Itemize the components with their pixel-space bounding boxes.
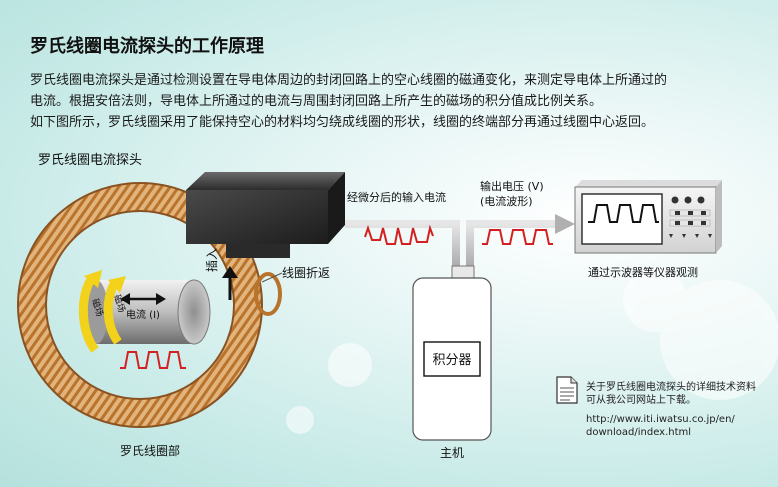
intro-line-2: 电流。根据安倍法则，导电体上所通过的电流与周围封闭回路上所产生的磁场的积分值成比… [30,94,603,109]
output-voltage-label-2: (电流波形) [480,194,533,208]
intro-line-1: 罗氏线圈电流探头是通过检测设置在导电体周边的封闭回路上的空心线圈的磁通变化，来测… [30,73,668,88]
insert-label: 插入 [205,248,219,272]
note-line-2: 可从我公司网站上下载。 [586,395,696,406]
integrated-input-label: 经微分后的输入电流 [347,190,446,204]
differentiated-waveform [364,224,434,245]
page-title: 罗氏线圈电流探头的工作原理 [30,36,264,57]
coil-return-end [254,272,282,316]
observe-label: 通过示波器等仪器观测 [588,265,698,279]
coil-section-label: 罗氏线圈部 [120,443,180,458]
note-url-line-2[interactable]: download/index.html [586,427,692,438]
current-arrow [120,293,166,305]
output-waveform [482,229,553,245]
output-voltage-label-1: 输出电压 (V) [480,179,544,193]
conductor-cylinder [84,279,211,345]
output-arrow-head [555,214,575,234]
background-bubbles [286,268,778,434]
insert-arrow [222,266,238,300]
oscilloscope [574,180,722,254]
integrator-label: 积分器 [432,353,471,368]
probe-head [186,172,345,258]
intro-text: 罗氏线圈电流探头是通过检测设置在导电体周边的封闭回路上的空心线圈的磁通变化，来测… [30,70,750,133]
current-label: 电流 (I) [126,308,160,321]
main-unit-label: 主机 [440,446,464,460]
main-to-scope-cable [466,220,555,268]
probe-to-main-cable [345,220,460,268]
coil-return-pointer [261,272,283,283]
note-url-line-1[interactable]: http://www.iti.iwatsu.co.jp/en/ [586,414,735,425]
note-line-1: 关于罗氏线圈电流探头的详细技术资料 [586,382,756,393]
rogowski-coil [17,182,263,428]
document-icon [556,376,578,404]
probe-title: 罗氏线圈电流探头 [38,153,142,168]
coil-return-label: 线圈折返 [282,265,330,280]
magnetic-field-arrows [78,270,126,353]
main-unit [412,265,492,441]
current-waveform [120,351,186,369]
intro-line-3: 如下图所示，罗氏线圈采用了能保持空心的材料均匀绕成线圈的形状，线圈的终端部分再通… [30,115,655,130]
download-note: 关于罗氏线圈电流探头的详细技术资料 可从我公司网站上下载。 http://www… [586,381,756,439]
